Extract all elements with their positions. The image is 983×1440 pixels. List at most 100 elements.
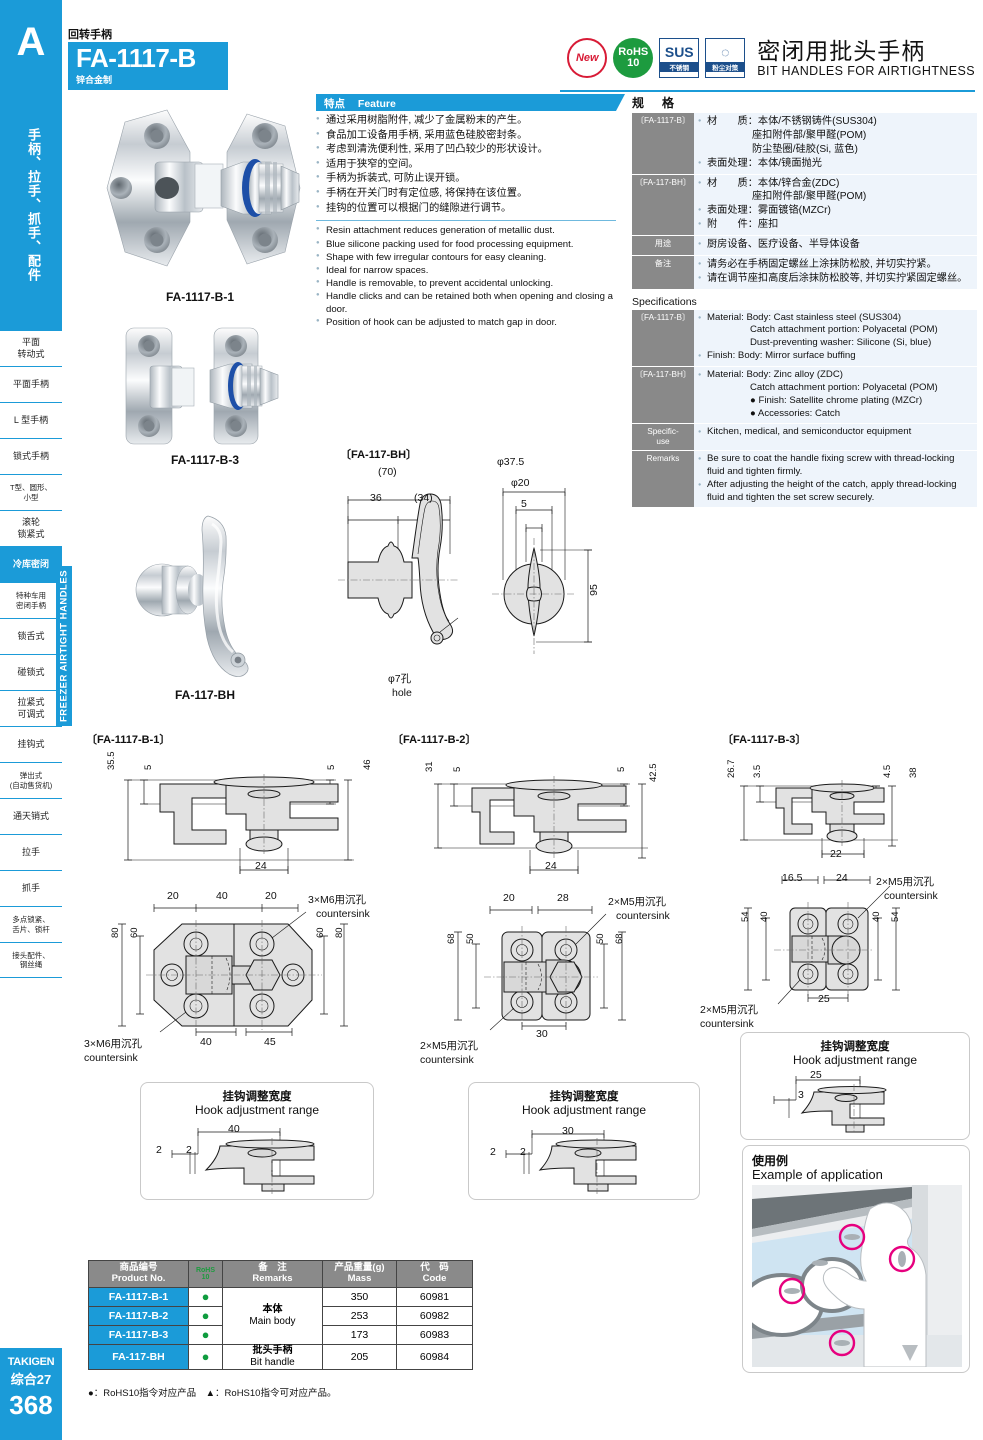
feature-heading-cn: 特点 (324, 98, 345, 110)
sidebar-item-13[interactable]: 通天销式 (0, 798, 62, 834)
dim2-5b: 5 (616, 766, 627, 772)
feature-item-cn-4: 手柄为拆装式, 可防止误开锁。 (316, 172, 616, 187)
spec-en-row-0-value: Material: Body: Cast stainless steel (SU… (694, 309, 977, 367)
cell-product-no[interactable]: FA-117-BH (88, 1343, 189, 1370)
feature-item-cn-0: 通过采用树脂附件, 减少了金属粉末的产生。 (316, 114, 616, 129)
th-product-no: 商品编号 Product No. (88, 1260, 189, 1288)
dim1-5b: 5 (326, 764, 337, 770)
sidebar-item-label: 平面手柄 (12, 378, 49, 389)
dim1-46: 46 (362, 759, 373, 770)
cell-rohs-mark: ● (188, 1286, 223, 1307)
sidebar-item-12[interactable]: 弹出式(自动售货机) (0, 762, 62, 798)
cell-code: 60982 (396, 1305, 473, 1326)
dim1-20a: 20 (167, 890, 179, 902)
dim1-note-cn-a: 3×M6用沉孔 (308, 894, 367, 906)
feature-item-cn-3: 适用于狭窄的空间。 (316, 158, 616, 173)
feature-item-cn-2: 考虑到清洗便利性, 采用了凹凸较少的形状设计。 (316, 143, 616, 158)
header-titles: 密闭用批头手柄 BIT HANDLES FOR AIRTIGHTNESS (757, 39, 975, 78)
th-code-cn: 代 码 (420, 1262, 449, 1273)
sidebar-item-2[interactable]: L 型手柄 (0, 402, 62, 438)
photo-caption-1: FA-1117-B-1 (165, 290, 235, 304)
spec-en-row-2: Specific-useKitchen, medical, and semico… (632, 423, 977, 452)
bh-dim-36: 36 (370, 492, 382, 504)
th-code: 代 码 Code (396, 1260, 473, 1288)
sidebar-item-label: 挂钩式 (17, 738, 45, 749)
spec-cn-row-3: 备注请务必在手柄固定螺丝上涂抹防松胶, 并切实拧紧。请在调节座扣高度后涂抹防松胶… (632, 255, 977, 290)
dim1-note-cn-b: 3×M6用沉孔 (84, 1038, 143, 1050)
example-title-en: Example of application (752, 1167, 883, 1182)
sidebar-item-9[interactable]: 碰锁式 (0, 654, 62, 690)
spec-en-row-1-line-1: Catch attachment portion: Polyacetal (PO… (750, 381, 938, 393)
sidebar-item-10[interactable]: 拉紧式可调式 (0, 690, 62, 726)
sidebar-item-5[interactable]: 滚轮锁紧式 (0, 510, 62, 546)
spec-cn-row-0-line-3: 表面处理：本体/镜面抛光 (698, 157, 973, 171)
hook-range-2-title-en: Hook adjustment range (521, 1103, 647, 1117)
sidebar-item-0[interactable]: 平面转动式 (0, 330, 62, 366)
th-product-no-en: Product No. (111, 1272, 166, 1284)
specifications-panel: 规 格 〔FA-1117-B〕材 质：本体/不锈钢铸件(SUS304)座扣附件部… (632, 94, 977, 509)
header-divider (560, 90, 975, 92)
dim2-30: 30 (536, 1028, 548, 1040)
spec-en-row-2-value: Kitchen, medical, and semiconductor equi… (694, 423, 977, 452)
spec-title-en: Specifications (632, 295, 697, 308)
cell-rohs-mark: ● (188, 1305, 223, 1326)
product-photo-1 (95, 100, 305, 290)
dim-block-2-title: 〔FA-1117-B-2〕 (392, 734, 477, 746)
new-badge-label: New (575, 52, 599, 64)
sidebar-item-label: 平面转动式 (17, 337, 45, 359)
cell-product-no[interactable]: FA-1117-B-2 (88, 1305, 189, 1326)
feature-item-cn-5: 手柄在开关门时有定位感, 将保持在该位置。 (316, 187, 616, 202)
sidebar-item-3[interactable]: 锁式手柄 (0, 438, 62, 474)
dim3-note-en-a: countersink (884, 890, 938, 902)
dim2-50b: 50 (595, 933, 606, 944)
hook1-dim-40: 40 (228, 1123, 240, 1135)
sidebar-section-tab: FREEZER AIRTIGHT HANDLES (56, 566, 72, 726)
dim1-note-en-b: countersink (84, 1052, 138, 1064)
dim2-note-cn-b: 2×M5用沉孔 (420, 1040, 479, 1052)
sidebar-item-7[interactable]: 特种车用密闭手柄 (0, 582, 62, 618)
spec-cn-row-3-line-1: 请在调节座扣高度后涂抹防松胶等, 并切实拧紧固定螺丝。 (698, 272, 973, 286)
cell-rohs-mark: ● (188, 1343, 223, 1370)
sidebar-item-4[interactable]: T型、圆形、小型 (0, 474, 62, 510)
sidebar-item-1[interactable]: 平面手柄 (0, 366, 62, 402)
product-code: FA-1117-B (76, 43, 196, 73)
spec-cn-row-2-label: 用途 (632, 235, 694, 256)
sidebar-item-11[interactable]: 挂钩式 (0, 726, 62, 762)
dim3-40b: 40 (871, 911, 882, 922)
dust-badge-icon: ◌ 粉尘对策 (705, 38, 746, 78)
product-category: 回转手柄 (68, 29, 112, 41)
bh-dim-phi375: φ37.5 (497, 456, 525, 468)
dim3-38: 38 (908, 767, 919, 778)
sidebar-item-14[interactable]: 拉手 (0, 834, 62, 870)
sidebar-item-15[interactable]: 抓手 (0, 870, 62, 906)
feature-item-cn-6: 挂钩的位置可以根据门的缝隙进行调节。 (316, 202, 616, 217)
spec-cn-row-0-line-2: 防尘垫圈/硅胶(Si, 蓝色) (752, 143, 858, 155)
sidebar-item-label: 多点锁紧、舌片、锁杆 (12, 915, 50, 934)
cell-product-no[interactable]: FA-1117-B-3 (88, 1324, 189, 1345)
cell-product-no[interactable]: FA-1117-B-1 (88, 1286, 189, 1307)
sidebar-item-17[interactable]: 接头配件、钢丝绳 (0, 942, 62, 978)
dim1-note-en-a: countersink (316, 908, 370, 920)
sidebar-item-16[interactable]: 多点锁紧、舌片、锁杆 (0, 906, 62, 942)
dim-block-1-title: 〔FA-1117-B-1〕 (86, 734, 171, 746)
sidebar-item-label: 特种车用密闭手柄 (16, 591, 46, 610)
dim2-31: 31 (424, 761, 435, 772)
th-rohs: RoHS 10 (188, 1260, 223, 1288)
spec-cn-row-3-label: 备注 (632, 255, 694, 290)
sidebar-item-8[interactable]: 锁舌式 (0, 618, 62, 654)
sidebar-item-label: 冷库密闭 (12, 558, 49, 569)
feature-item-en-6: Position of hook can be adjusted to matc… (316, 316, 616, 329)
hook2-dim-2a: 2 (490, 1146, 496, 1158)
example-title-cn: 使用例 (752, 1154, 789, 1168)
dim3-22: 22 (830, 848, 842, 860)
dim1-20b: 20 (265, 890, 277, 902)
cell-mass: 205 (322, 1343, 397, 1370)
dust-badge-sub: 粉尘对策 (706, 61, 745, 72)
page-number: 368 (9, 1390, 53, 1420)
sidebar-item-6[interactable]: 冷库密闭 (0, 546, 62, 582)
hook-range-2-drawing (478, 1120, 690, 1196)
spec-table-en: 〔FA-1117-B〕Material: Body: Cast stainles… (632, 309, 977, 509)
rohs-badge-line2: 10 (627, 57, 640, 69)
